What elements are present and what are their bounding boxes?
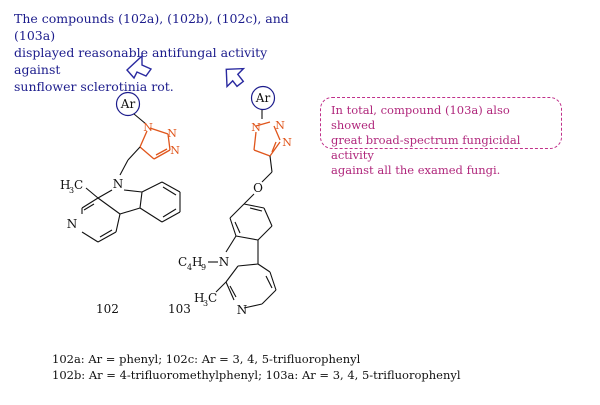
- annotation-line-1: The compounds (102a), (102b), (102c), an…: [14, 11, 289, 43]
- atom-n: N: [67, 217, 78, 231]
- annotation-line-2: displayed reasonable antifungal activity…: [14, 45, 268, 77]
- arrow-102: [126, 54, 153, 80]
- broad-spectrum-note: In total, compound (103a) also showed gr…: [320, 97, 562, 177]
- atom-n: N: [275, 119, 285, 132]
- ar-label-103: Ar: [255, 91, 271, 105]
- atom-n: N: [167, 127, 177, 140]
- atom-n: N: [251, 121, 261, 134]
- annotation-line-3: sunflower sclerotinia rot.: [14, 79, 174, 94]
- atom-n: N: [219, 255, 230, 269]
- carboline-103: [208, 203, 277, 309]
- carboline-102: [81, 181, 181, 243]
- ar-circle-103: [250, 85, 276, 111]
- svg-text:H: H: [192, 255, 202, 269]
- svg-text:C: C: [74, 178, 83, 192]
- activity-annotation: The compounds (102a), (102b), (102c), an…: [14, 10, 314, 95]
- svg-text:H: H: [194, 291, 204, 305]
- compound-102: Ar N N N N: [60, 54, 181, 316]
- substituent-legend: 102a: Ar = phenyl; 102c: Ar = 3, 4, 5-tr…: [52, 351, 461, 383]
- triazole-102: [139, 127, 171, 160]
- compound-102-label: 102: [96, 302, 119, 316]
- svg-text:9: 9: [201, 263, 206, 272]
- svg-text:3: 3: [203, 299, 208, 308]
- svg-text:4: 4: [187, 263, 192, 272]
- arrow-103: [225, 67, 246, 89]
- svg-text:3: 3: [69, 186, 74, 195]
- note-line-2: great broad-spectrum fungicidal activity: [331, 133, 521, 162]
- atom-o: O: [253, 181, 263, 195]
- compound-103: Ar N N N O: [168, 67, 292, 317]
- atom-n: N: [170, 144, 180, 157]
- ar-label-102: Ar: [120, 97, 136, 111]
- legend-line-2: 102b: Ar = 4-trifluoromethylphenyl; 103a…: [52, 368, 461, 382]
- atom-n: N: [143, 121, 153, 134]
- atom-n: N: [282, 136, 292, 149]
- note-line-3: against all the examed fungi.: [331, 163, 501, 177]
- butyl-label-103: C 4 H 9: [178, 255, 206, 272]
- svg-text:C: C: [178, 255, 187, 269]
- atom-n: N: [237, 303, 248, 317]
- svg-text:C: C: [208, 291, 217, 305]
- note-line-1: In total, compound (103a) also showed: [331, 103, 510, 132]
- triazole-103: [253, 121, 281, 157]
- methyl-label-103: H 3 C: [194, 291, 217, 308]
- legend-line-1: 102a: Ar = phenyl; 102c: Ar = 3, 4, 5-tr…: [52, 352, 361, 366]
- compound-103-label: 103: [168, 302, 191, 316]
- ar-circle-102: [115, 91, 141, 117]
- svg-text:H: H: [60, 178, 70, 192]
- atom-n: N: [113, 177, 124, 191]
- methyl-label-102: H 3 C: [60, 178, 83, 195]
